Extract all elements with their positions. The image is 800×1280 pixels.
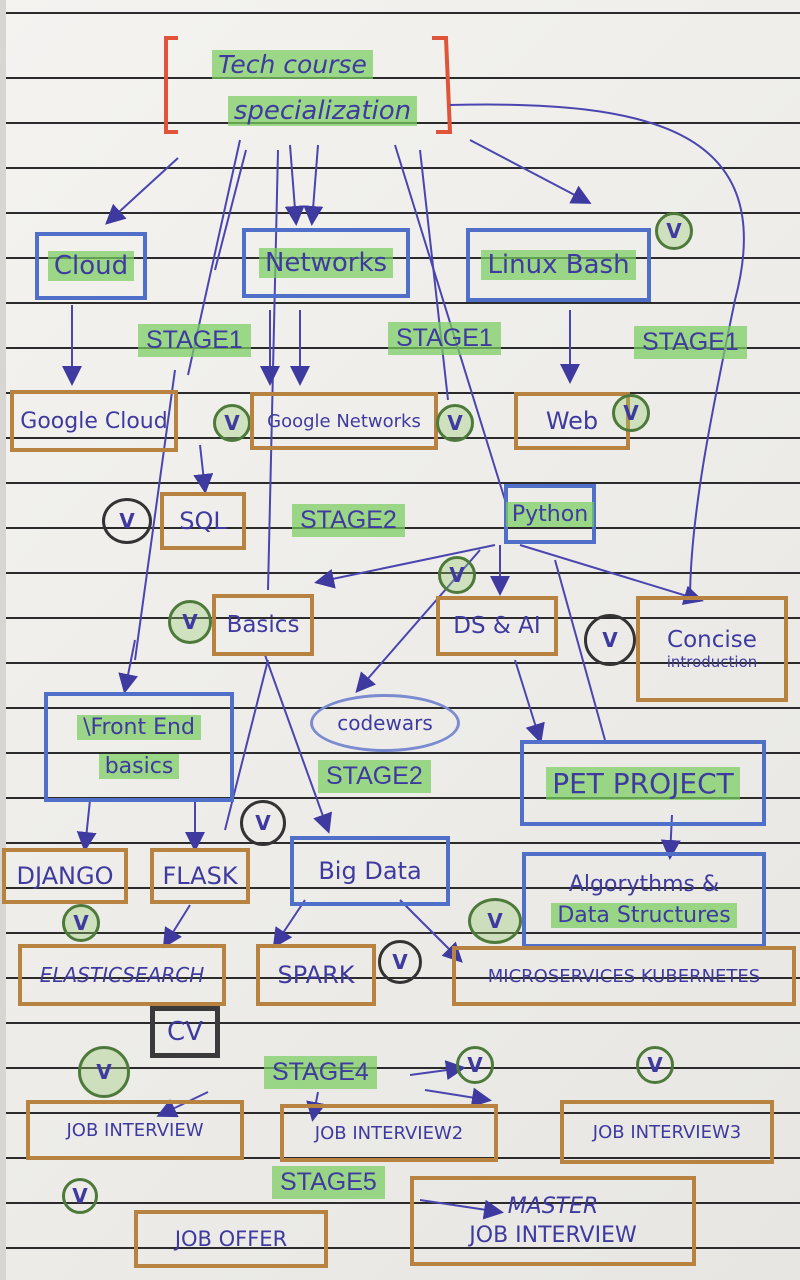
stage1-right: STAGE1 <box>634 326 747 359</box>
arrow-offer-master <box>419 1199 504 1220</box>
title-line-2: specialization <box>205 92 440 130</box>
concise-introduction-box: Concise introduction <box>636 596 788 702</box>
line-gc-frontend <box>134 369 176 661</box>
arrow-pet-algo <box>660 814 681 860</box>
arrow-bigdata-micro <box>399 899 463 963</box>
check-algorithms: V <box>468 898 522 944</box>
line-title-right <box>419 149 449 401</box>
stage1-middle: STAGE1 <box>388 322 501 355</box>
check-concise: V <box>584 614 636 666</box>
arrow-title-linux <box>469 139 592 204</box>
arrow-python-basics <box>314 544 496 589</box>
job-interview-1-box: JOB INTERVIEW <box>26 1100 244 1160</box>
elasticsearch-box: ELASTICSEARCH <box>18 944 226 1006</box>
line-python-pet <box>554 559 606 741</box>
python-box: Python <box>504 484 596 544</box>
algorithms-box: Algorythms & Data Structures <box>522 852 766 948</box>
frontend-basics-box: \Front End basics <box>44 692 234 802</box>
check-dsai: V <box>438 556 476 594</box>
stage2-lower: STAGE2 <box>318 760 431 793</box>
arrow-dsai-pet <box>514 659 545 744</box>
arrow-flask-elastic <box>162 904 191 949</box>
big-data-box: Big Data <box>290 836 450 906</box>
master-job-interview-box: MASTER JOB INTERVIEW <box>410 1176 696 1266</box>
check-job-offer: V <box>62 1178 98 1214</box>
arrow-interview2-right <box>424 1087 492 1108</box>
arrow-title-cloud <box>105 157 179 225</box>
check-django: V <box>62 904 100 942</box>
pet-project-box: PET PROJECT <box>520 740 766 826</box>
linux-bash-box: Linux Bash <box>466 228 651 302</box>
check-flask: V <box>240 800 286 846</box>
arrow-title-networks-2 <box>303 144 324 226</box>
job-interview-2-box: JOB INTERVIEW2 <box>280 1104 498 1162</box>
spark-box: SPARK <box>256 944 376 1006</box>
arrow-bigdata-spark <box>272 899 306 949</box>
flask-box: FLASK <box>150 848 250 904</box>
check-web: V <box>612 394 650 432</box>
check-google-cloud: V <box>213 404 251 442</box>
job-offer-box: JOB OFFER <box>134 1210 328 1268</box>
page-edge <box>0 0 6 1280</box>
arrow-python-concise <box>519 544 704 605</box>
line-title-left2 <box>214 149 247 271</box>
stage4-label: STAGE4 <box>264 1056 377 1089</box>
check-interview2: V <box>456 1046 494 1084</box>
networks-box: Networks <box>242 228 410 298</box>
stage5-label: STAGE5 <box>272 1166 385 1199</box>
arrow-basics-bigdata <box>264 654 332 834</box>
basics-box: Basics <box>212 594 314 656</box>
check-interview1: V <box>78 1046 130 1098</box>
arrow-stage4-right <box>409 1060 466 1081</box>
google-networks-box: Google Networks <box>250 392 438 450</box>
django-box: DJANGO <box>2 848 128 904</box>
curve-title-concise <box>449 103 745 601</box>
check-spark: V <box>378 940 422 984</box>
stage1-left: STAGE1 <box>138 324 251 357</box>
ds-ai-box: DS & AI <box>436 596 558 656</box>
check-google-networks: V <box>436 404 474 442</box>
microservices-box: MICROSERVICES KUBERNETES <box>452 946 796 1006</box>
google-cloud-box: Google Cloud <box>10 390 178 452</box>
arrow-title-networks-1 <box>284 144 305 226</box>
check-basics: V <box>168 600 212 644</box>
arrow-gc-sql <box>193 444 214 494</box>
red-bracket-left <box>164 36 178 134</box>
check-sql: V <box>102 498 152 544</box>
arrow-to-frontend <box>118 639 138 694</box>
job-interview-3-box: JOB INTERVIEW3 <box>560 1100 774 1164</box>
arrow-frontend-django <box>76 799 97 852</box>
cv-box: CV <box>150 1006 220 1058</box>
title-line-1: Tech course <box>180 46 405 82</box>
check-linux: V <box>655 212 693 250</box>
sql-box: SQL <box>160 492 246 550</box>
cloud-box: Cloud <box>35 232 147 300</box>
stage2-upper: STAGE2 <box>292 504 405 537</box>
check-interview3: V <box>636 1046 674 1084</box>
red-bracket-right <box>432 36 453 134</box>
web-box: Web <box>514 392 630 450</box>
codewars-oval: codewars <box>310 694 460 752</box>
